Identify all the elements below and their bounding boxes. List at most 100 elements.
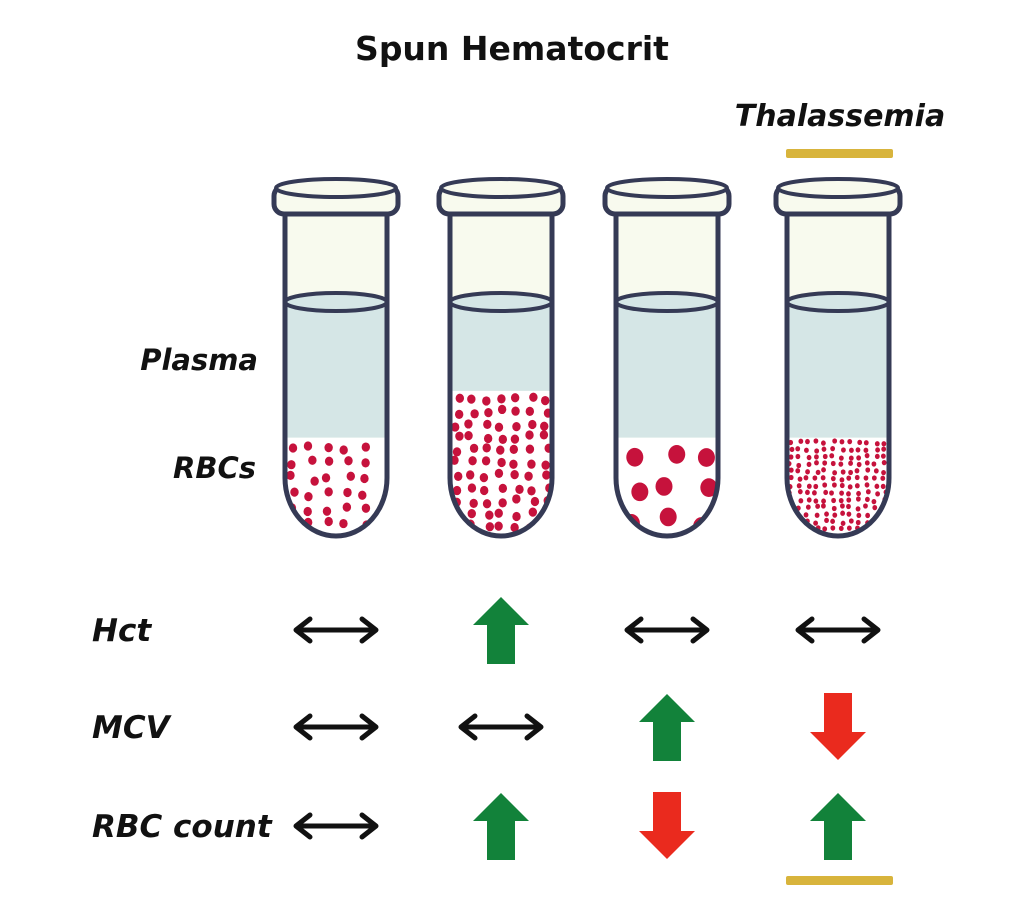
rbc-dot [494,422,504,432]
rbc-dot [865,489,871,495]
rbc-dot [822,526,828,532]
rbc-dot [849,447,854,453]
increase-arrow [639,694,695,761]
rbc-dot [839,439,845,445]
rbc-dot [468,456,477,466]
rbc-dot [848,518,854,524]
rbc-dot [510,434,520,444]
rbc-dot [855,496,861,502]
tube-thalassemia [773,177,903,539]
rbc-dot [541,524,550,534]
rbc-dots [450,392,552,534]
rbc-dot [803,512,809,518]
rbc-dot [864,482,870,488]
rbc-dot [787,511,793,518]
rbc-dot [290,520,300,530]
rbc-dot [668,444,686,464]
rbc-dot [529,392,538,402]
rbc-dot [788,467,794,473]
rbc-dot [631,482,649,502]
rbc-dot [788,454,794,460]
rbc-dot [530,496,540,507]
rbc-dot [512,511,521,522]
rbc-dot [454,471,463,482]
rbc-dot [479,485,489,496]
row-hct: Hct [92,597,881,664]
tube-outline [784,211,892,539]
rbc-dot [528,507,538,517]
rbc-dot [494,468,504,479]
rbc-dot [831,505,837,512]
rbc-dot [821,446,827,452]
rbc-dot [882,525,888,531]
rbc-dot [839,477,845,483]
rbc-dot [483,419,492,429]
rbc-dot [469,498,478,508]
rbc-dot [855,506,861,512]
rbc-dot [865,512,871,519]
rbc-dot [805,469,810,475]
rbc-dot [821,467,826,473]
rbc-dot [789,527,795,533]
rbc-dot [830,525,836,531]
rbc-dot [846,497,852,503]
meniscus [285,291,387,313]
rbc-dot [838,461,844,467]
rbc-dot [856,490,861,497]
rbc-dot [358,490,367,500]
rbc-dot [806,497,812,503]
plasma-layer [616,302,718,438]
rbc-dot [344,456,353,466]
no-change-arrow [458,713,544,741]
tube-outline [447,211,555,539]
rbc-dot [541,460,550,470]
tube-polycythemia [436,177,566,539]
rbc-dot [846,525,852,531]
rbc-dot [525,406,535,416]
rbc-dot [540,395,550,406]
rbc-dot [795,446,801,452]
rbc-dot [346,471,355,481]
rbc-dot [864,460,870,466]
rbc-dot [803,475,809,481]
rbc-dot [881,446,887,452]
tube-macrocytosis [602,177,732,539]
rbc-dot [830,460,836,467]
rbc-dot [464,419,473,429]
rbc-dot [829,453,835,459]
rbc-dot [497,404,507,415]
rbc-dot [510,470,519,480]
rbc-dot [813,438,819,444]
rbc-dot [343,487,352,498]
rbc-dot [525,444,535,454]
rbc-dot [697,448,715,467]
rbc-dot [875,491,881,497]
rbc-dot [874,483,880,489]
plasma-layer [450,302,552,391]
rbc-dot [871,498,877,505]
rbc-dot [874,441,880,447]
rbc-dot [856,461,862,468]
rbc-dot [512,494,521,504]
rbc-dot [815,469,821,476]
plasma-label: Plasma [140,343,258,377]
rbc-dot [342,502,352,512]
rbc-dot [497,457,506,468]
rbc-dot [805,489,810,495]
rbcs-label: RBCs [173,451,256,485]
rbc-dot [840,520,846,526]
rbc-dot [856,455,862,461]
rbc-dot [659,507,677,527]
rbc-dot [871,461,877,467]
rbc-dot [839,490,845,496]
rbc-dot [838,455,844,461]
rbc-dot [848,469,853,476]
rbc-dot [863,475,869,481]
rbc-dot [525,430,534,440]
rbc-dot [527,486,536,496]
rbc-dot [824,511,829,517]
plasma-layer [285,302,387,438]
tube-opening [776,177,900,199]
increase-arrow [473,597,529,664]
